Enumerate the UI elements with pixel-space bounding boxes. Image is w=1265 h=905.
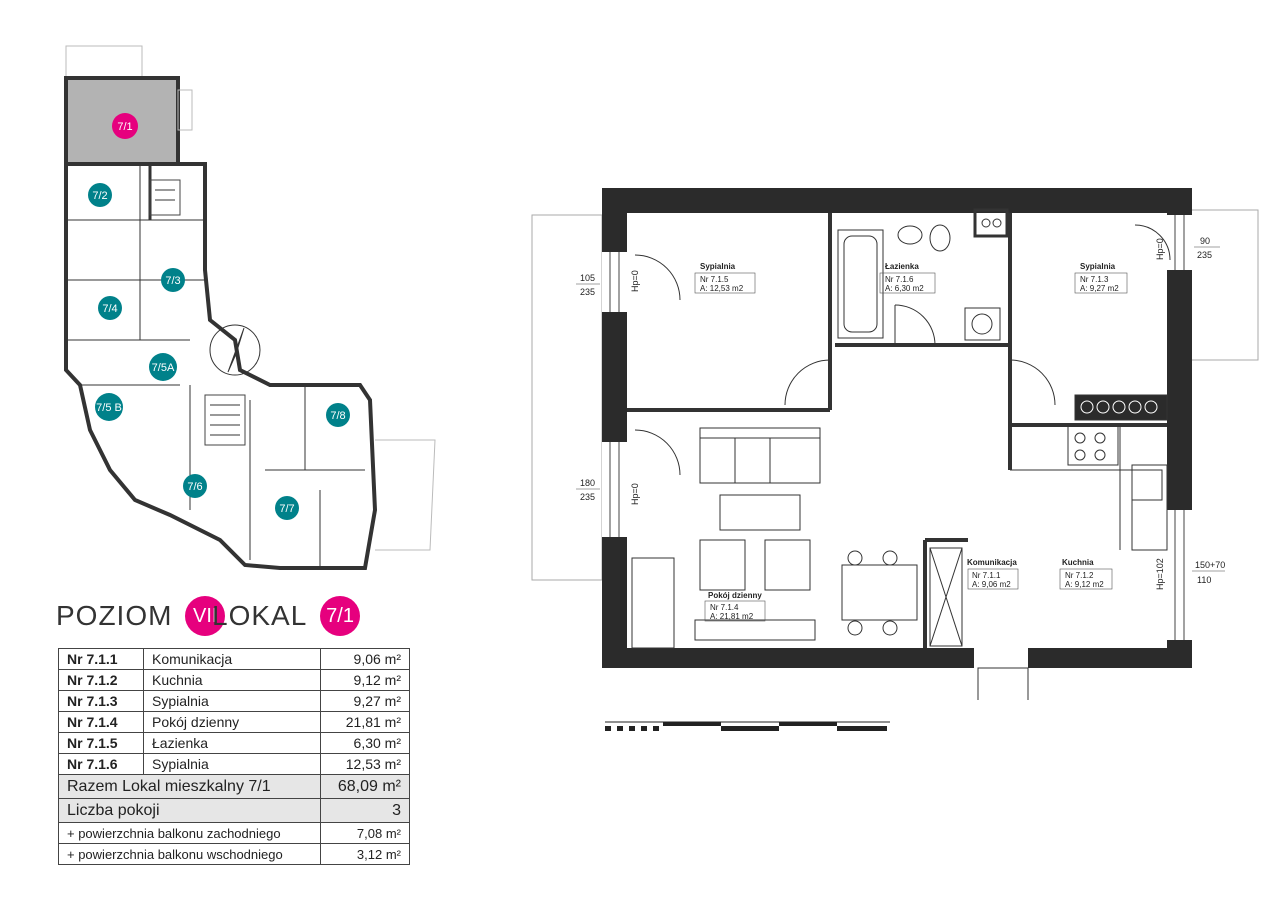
svg-text:Nr 7.1.3: Nr 7.1.3: [1080, 275, 1109, 284]
svg-text:7/2: 7/2: [92, 190, 107, 202]
unit-badge-7-2[interactable]: 7/2: [88, 183, 112, 207]
apartment-floor-plan: Sypialnia Nr 7.1.5 A: 12,53 m2 Łazienka …: [531, 188, 1259, 700]
room-label-pokoj-dzienny-7-1-4: Pokój dzienny Nr 7.1.4 A: 21,81 m2: [704, 591, 766, 622]
unit-label: LOKAL: [212, 600, 308, 631]
east-balcony: [1187, 209, 1259, 361]
svg-text:7/5 B: 7/5 B: [96, 402, 122, 414]
svg-text:180: 180: [580, 478, 595, 488]
unit-badge: 7/1: [320, 596, 361, 636]
svg-text:Hp=102: Hp=102: [1155, 558, 1165, 590]
room-label-komunikacja-7-1-1: Komunikacja Nr 7.1.1 A: 9,06 m2: [967, 558, 1019, 590]
unit-badge-7-4[interactable]: 7/4: [98, 296, 122, 320]
svg-text:235: 235: [580, 492, 595, 502]
window-label-east-kitchen: 150+70 110 Hp=102: [1155, 558, 1225, 590]
svg-text:A: 9,27 m2: A: 9,27 m2: [1080, 284, 1119, 293]
svg-text:Pokój dzienny: Pokój dzienny: [708, 591, 762, 600]
unit-badge-7-5a[interactable]: 7/5A: [149, 353, 177, 381]
svg-text:7/3: 7/3: [165, 275, 180, 287]
room-label-sypialnia-7-1-3: Sypialnia Nr 7.1.3 A: 9,27 m2: [1074, 262, 1128, 294]
svg-text:A: 21,81 m2: A: 21,81 m2: [710, 612, 754, 621]
svg-text:A: 12,53 m2: A: 12,53 m2: [700, 284, 744, 293]
level-badge: VII: [185, 596, 226, 636]
svg-text:Nr 7.1.5: Nr 7.1.5: [700, 275, 729, 284]
svg-text:90: 90: [1200, 236, 1210, 246]
exterior-walls: [602, 188, 1192, 668]
svg-text:Nr 7.1.6: Nr 7.1.6: [885, 275, 914, 284]
svg-text:Hp=0: Hp=0: [630, 270, 640, 292]
svg-text:235: 235: [1197, 250, 1212, 260]
room-label-kuchnia-7-1-2: Kuchnia Nr 7.1.2 A: 9,12 m2: [1059, 558, 1113, 590]
unit-badge-7-1[interactable]: 7/1: [112, 113, 138, 139]
svg-text:7/4: 7/4: [102, 303, 117, 315]
svg-text:A: 9,06 m2: A: 9,06 m2: [972, 580, 1011, 589]
svg-text:Hp=0: Hp=0: [1155, 238, 1165, 260]
svg-text:105: 105: [580, 273, 595, 283]
svg-text:Łazienka: Łazienka: [885, 262, 919, 271]
unit-heading: LOKAL 7/1: [212, 596, 361, 636]
room-label-sypialnia-7-1-5: Sypialnia Nr 7.1.5 A: 12,53 m2: [694, 262, 756, 294]
floor-key-plan: 7/1 7/2 7/3 7/4 7/5A 7/5 B 7/6 7/7: [64, 45, 436, 570]
svg-text:7/7: 7/7: [279, 503, 294, 515]
unit-badge-7-5b[interactable]: 7/5 B: [95, 393, 123, 421]
svg-text:Kuchnia: Kuchnia: [1062, 558, 1094, 567]
west-balcony: [531, 214, 603, 581]
scale-bar: [605, 721, 890, 731]
window-label-west-living: 180 235 Hp=0: [576, 478, 640, 505]
svg-text:7/6: 7/6: [187, 481, 202, 493]
svg-text:7/1: 7/1: [117, 121, 132, 133]
living-room-furniture: [631, 427, 963, 649]
svg-text:Nr 7.1.4: Nr 7.1.4: [710, 603, 739, 612]
svg-text:Komunikacja: Komunikacja: [967, 558, 1017, 567]
window-label-east-bedroom: 90 235 Hp=0: [1155, 236, 1220, 260]
window-label-west-bedroom: 105 235 Hp=0: [576, 270, 640, 297]
unit-badge-7-6[interactable]: 7/6: [183, 474, 207, 498]
north-arrow-icon: [209, 324, 261, 376]
svg-text:110: 110: [1197, 575, 1211, 585]
kitchen-fixtures: [1010, 394, 1168, 551]
unit-badge-7-7[interactable]: 7/7: [275, 496, 299, 520]
svg-text:Hp=0: Hp=0: [630, 483, 640, 505]
svg-text:7/5A: 7/5A: [152, 362, 175, 374]
level-label: POZIOM: [56, 600, 173, 631]
svg-text:Nr 7.1.1: Nr 7.1.1: [972, 571, 1001, 580]
svg-text:A: 9,12 m2: A: 9,12 m2: [1065, 580, 1104, 589]
level-heading: POZIOM VII: [56, 596, 226, 636]
unit-badge-7-8[interactable]: 7/8: [326, 403, 350, 427]
svg-text:Nr 7.1.2: Nr 7.1.2: [1065, 571, 1094, 580]
bathroom-fixtures: [837, 208, 1009, 341]
svg-text:235: 235: [580, 287, 595, 297]
svg-text:Sypialnia: Sypialnia: [700, 262, 736, 271]
room-label-lazienka-7-1-6: Łazienka Nr 7.1.6 A: 6,30 m2: [879, 262, 936, 294]
svg-text:7/8: 7/8: [330, 410, 345, 422]
svg-text:150+70: 150+70: [1195, 560, 1225, 570]
svg-text:Sypialnia: Sypialnia: [1080, 262, 1116, 271]
svg-text:A: 6,30 m2: A: 6,30 m2: [885, 284, 924, 293]
unit-badge-7-3[interactable]: 7/3: [161, 268, 185, 292]
